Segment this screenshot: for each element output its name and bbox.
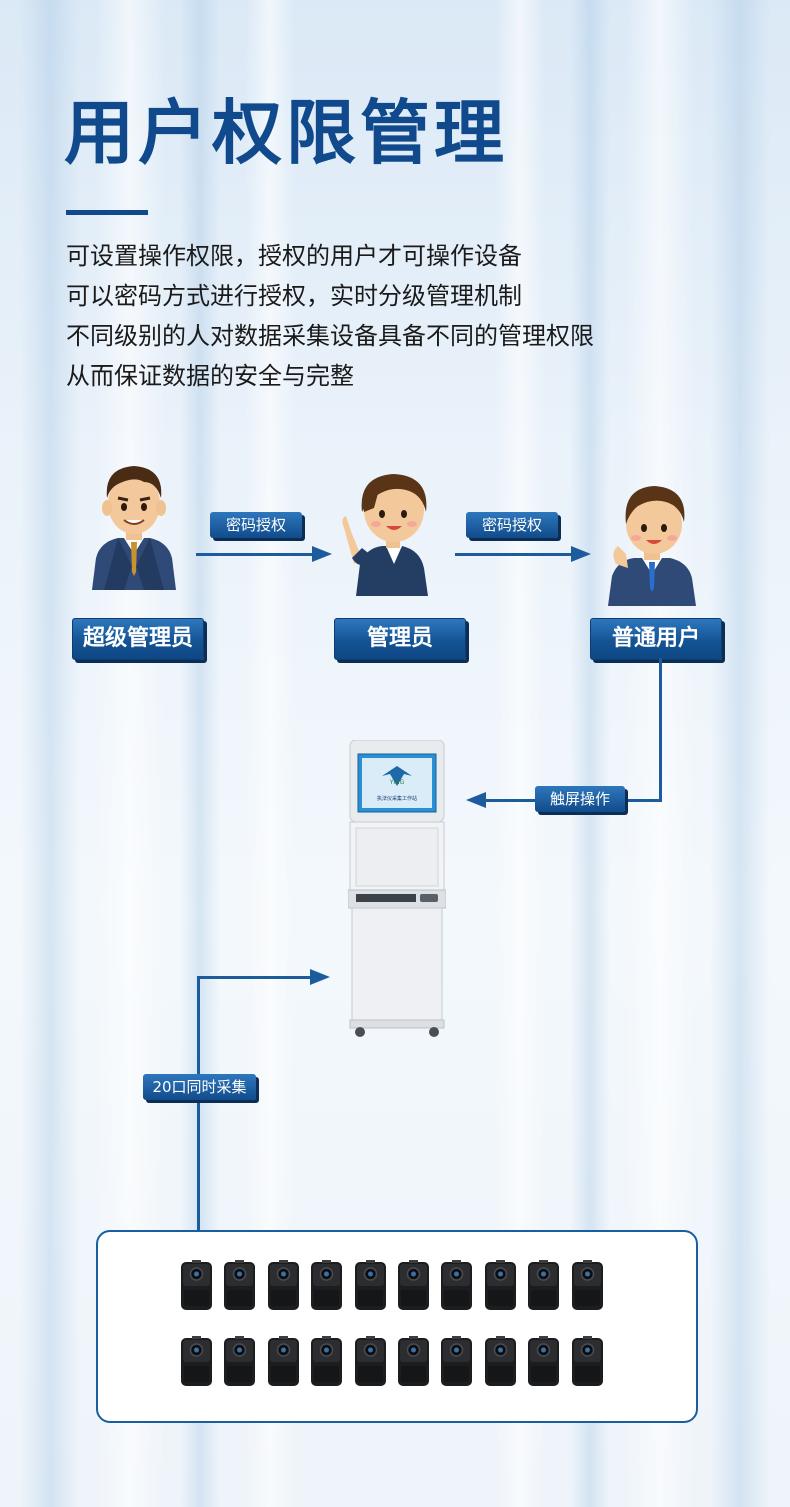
description-line: 可设置操作权限，授权的用户才可操作设备: [66, 242, 522, 270]
body-camera-icon: [311, 1336, 343, 1386]
arrow-line: [196, 553, 314, 556]
arrow-line: [197, 976, 312, 979]
body-camera-icon: [224, 1260, 256, 1310]
body-camera-icon: [224, 1336, 256, 1386]
page-title: 用户权限管理: [64, 92, 508, 174]
body-camera-icon: [181, 1336, 212, 1386]
user-label: 普通用户: [590, 618, 722, 660]
description-line: 可以密码方式进行授权，实时分级管理机制: [66, 282, 522, 310]
body-camera-icon: [354, 1336, 386, 1386]
user-figure-icon: [608, 486, 696, 606]
background-column: [20, 0, 80, 1507]
collect-tag: 20口同时采集: [143, 1074, 256, 1100]
body-camera-icon: [484, 1260, 516, 1310]
body-camera-icon: [354, 1260, 386, 1310]
body-camera-icon: [571, 1260, 603, 1310]
auth-tag-1: 密码授权: [210, 512, 302, 538]
body-camera-icon: [571, 1336, 603, 1386]
body-camera-icon: [484, 1336, 516, 1386]
description-line: 从而保证数据的安全与完整: [66, 362, 354, 390]
body-camera-icon: [528, 1336, 560, 1386]
auth-tag-2: 密码授权: [466, 512, 558, 538]
title-underline: [66, 210, 148, 215]
workstation-screen-label: 执法仪采集工作站: [377, 795, 417, 802]
super-admin-label: 超级管理员: [72, 618, 204, 660]
background-column: [710, 0, 770, 1507]
body-camera-icon: [528, 1260, 560, 1310]
camera-panel: [96, 1230, 698, 1423]
body-camera-icon: [181, 1260, 212, 1310]
workstation-logo-text: YING: [389, 779, 405, 786]
body-camera-icon: [398, 1336, 429, 1386]
body-camera-icon: [398, 1260, 429, 1310]
workstation-kiosk-icon: YING 执法仪采集工作站: [348, 740, 446, 1037]
touch-tag: 触屏操作: [535, 786, 625, 812]
arrow-right-icon: [571, 546, 591, 562]
description-line: 不同级别的人对数据采集设备具备不同的管理权限: [66, 322, 594, 350]
arrow-left-icon: [466, 792, 486, 808]
admin-figure-icon: [342, 474, 428, 596]
arrow-line: [659, 658, 662, 802]
arrow-right-icon: [310, 969, 330, 985]
body-camera-icon: [441, 1336, 473, 1386]
admin-label: 管理员: [334, 618, 466, 660]
arrow-line: [455, 553, 573, 556]
super-admin-figure-icon: [92, 466, 176, 590]
arrow-line: [197, 976, 200, 1230]
description: 可设置操作权限，授权的用户才可操作设备 可以密码方式进行授权，实时分级管理机制 …: [66, 236, 594, 396]
body-camera-icon: [311, 1260, 343, 1310]
body-camera-icon: [441, 1260, 473, 1310]
body-camera-icon: [267, 1336, 299, 1386]
arrow-right-icon: [312, 546, 332, 562]
body-camera-icon: [267, 1260, 299, 1310]
